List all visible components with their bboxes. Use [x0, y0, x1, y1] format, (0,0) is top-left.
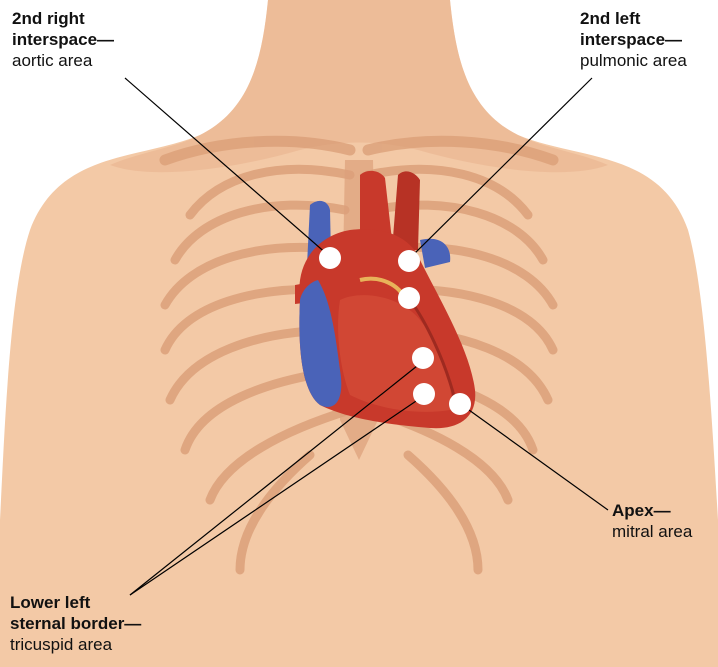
- label-aortic-area: 2nd right interspace— aortic area: [12, 8, 114, 71]
- marker-pulmonic: [398, 250, 420, 272]
- label-pulmonic-title-line2: interspace—: [580, 29, 687, 50]
- label-apex-title: Apex—: [612, 500, 692, 521]
- marker-apex: [449, 393, 471, 415]
- label-aortic-subtitle: aortic area: [12, 50, 114, 71]
- marker-aortic: [319, 247, 341, 269]
- marker-tricuspid-upper: [412, 347, 434, 369]
- label-tricuspid-area: Lower left sternal border— tricuspid are…: [10, 592, 141, 655]
- label-tricuspid-title-line2: sternal border—: [10, 613, 141, 634]
- label-mitral-area: Apex— mitral area: [612, 500, 692, 542]
- label-pulmonic-title-line1: 2nd left: [580, 8, 687, 29]
- label-apex-subtitle: mitral area: [612, 521, 692, 542]
- label-tricuspid-title-line1: Lower left: [10, 592, 141, 613]
- label-pulmonic-area: 2nd left interspace— pulmonic area: [580, 8, 687, 71]
- label-pulmonic-subtitle: pulmonic area: [580, 50, 687, 71]
- label-aortic-title-line1: 2nd right: [12, 8, 114, 29]
- marker-erbs-point: [398, 287, 420, 309]
- label-aortic-title-line2: interspace—: [12, 29, 114, 50]
- label-tricuspid-subtitle: tricuspid area: [10, 634, 141, 655]
- marker-tricuspid-lower: [413, 383, 435, 405]
